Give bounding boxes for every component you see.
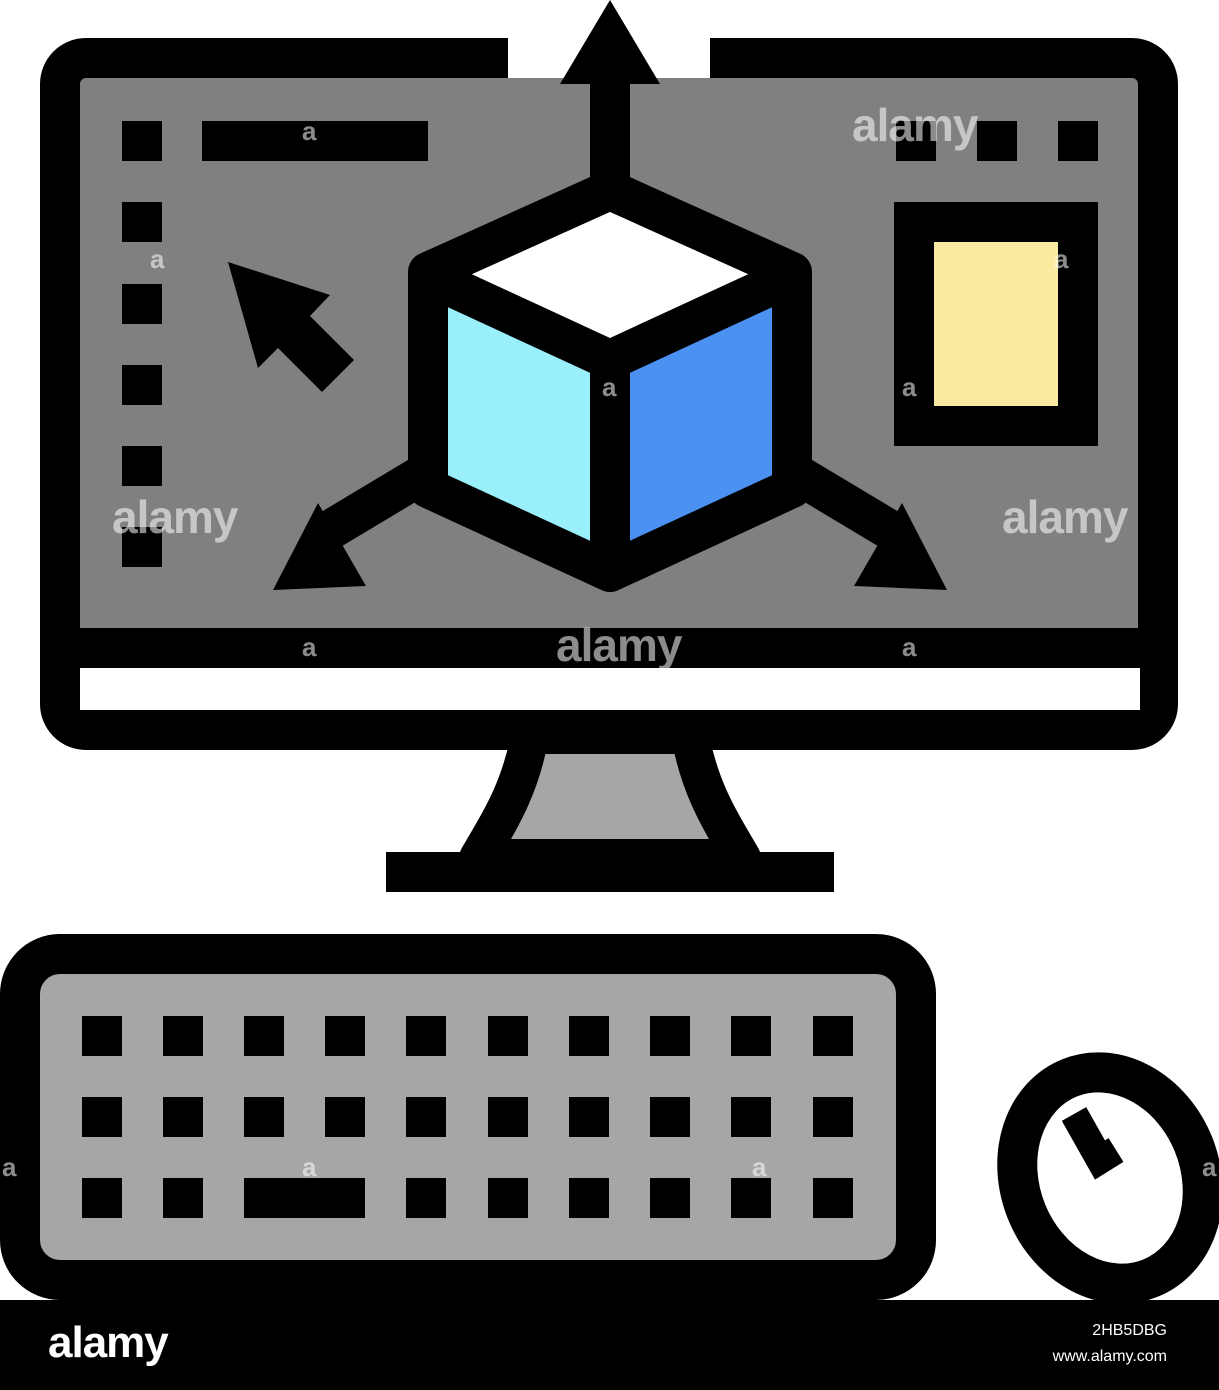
watermark-letter: a	[302, 116, 317, 146]
watermark-letter: a	[602, 372, 617, 402]
watermark-letter: a	[1054, 244, 1069, 274]
watermark-letter: a	[302, 632, 317, 662]
brand-logo: alamy	[48, 1318, 169, 1367]
arrow-down-left-icon	[273, 503, 366, 590]
watermark-letter: a	[1202, 1152, 1217, 1182]
monitor-chin	[80, 668, 1140, 710]
properties-panel	[894, 202, 1098, 446]
mouse-icon	[997, 1052, 1219, 1304]
watermark-letter: a	[752, 1152, 767, 1182]
arrow-down-right-icon	[854, 503, 947, 590]
keyboard	[0, 934, 936, 1300]
monitor-stand	[459, 716, 761, 877]
footer-bar	[0, 1300, 1219, 1390]
image-id: 2HB5DBG	[1092, 1322, 1167, 1339]
screen-content	[122, 121, 1098, 567]
site-url: www.alamy.com	[1052, 1348, 1167, 1365]
watermark-text: alamy	[1002, 491, 1128, 543]
cube-with-axes	[273, 0, 947, 592]
watermark-letter: a	[150, 244, 165, 274]
arrow-up-icon	[560, 0, 660, 84]
spacebar	[244, 1178, 365, 1218]
watermark-letter: a	[902, 632, 917, 662]
watermark-text: alamy	[556, 619, 682, 671]
watermark-text: alamy	[112, 491, 238, 543]
toolbar-title-bar	[202, 121, 428, 161]
cursor-arrow-icon	[228, 262, 354, 392]
toolbar-square	[122, 121, 162, 161]
watermark-letter: a	[902, 372, 917, 402]
keyboard-body	[0, 934, 936, 1300]
watermark-text: alamy	[852, 99, 978, 151]
watermark-letter: a	[302, 1152, 317, 1182]
watermark-letter: a	[2, 1152, 17, 1182]
monitor-base	[386, 852, 834, 892]
